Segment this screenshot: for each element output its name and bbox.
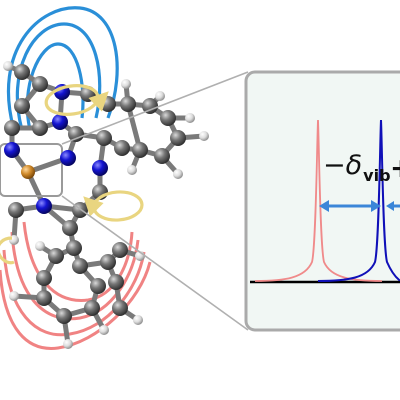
zoom-connector [61,71,249,331]
vib-subscript: vib [363,166,391,185]
delta-arrow [319,200,381,212]
spectrum-panel [244,70,400,332]
rotation-arrow-lower [0,236,15,265]
plus-sign: + [390,153,400,184]
lower-loop-4 [22,221,134,302]
metal-highlight-box [0,143,63,197]
lower-loop-1 [0,261,152,350]
minus-sign: − [323,150,346,181]
spectrum-frame [244,70,400,332]
delta-arrow-right [386,201,400,211]
metal-atom [21,165,35,179]
delta-symbol: δ [345,150,363,181]
lower-loop-3 [10,231,140,321]
rotation-arrows [0,84,144,265]
upper-loop-2 [15,22,102,131]
delta-vib-label: −δvib [323,150,391,185]
red-peak [254,119,383,282]
blue-peak [317,119,400,282]
